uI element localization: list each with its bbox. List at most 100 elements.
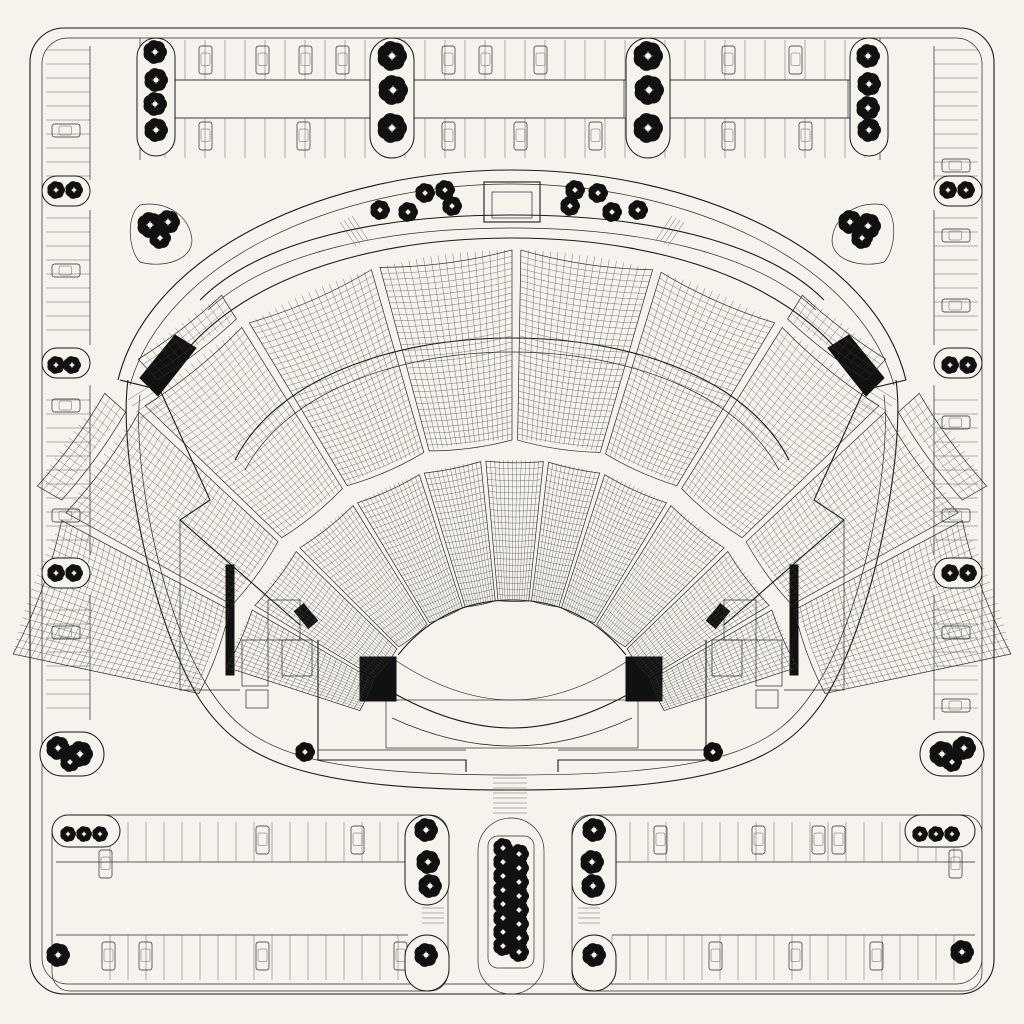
car-icon <box>798 121 813 151</box>
tree-icon <box>509 928 529 948</box>
tree-icon <box>46 736 70 760</box>
car-icon <box>255 825 270 855</box>
tree-icon <box>851 227 873 249</box>
seating-section <box>596 505 725 648</box>
car-icon <box>298 45 313 75</box>
left-parking-lot <box>46 46 91 720</box>
car-icon <box>296 121 311 151</box>
car-icon <box>721 121 736 151</box>
tree-icon <box>856 96 881 120</box>
car-icon <box>941 158 971 173</box>
tree-icon <box>857 72 882 96</box>
tree-icon <box>377 41 407 71</box>
tree-icon <box>582 943 607 967</box>
car-icon <box>941 298 971 313</box>
car-icon <box>941 698 971 713</box>
seating-section <box>65 411 279 606</box>
tree-icon <box>415 183 435 203</box>
car-icon <box>533 45 548 75</box>
tree-icon <box>950 940 975 964</box>
tree-icon <box>144 68 168 92</box>
tree-icon <box>414 943 438 967</box>
car-icon <box>811 825 826 855</box>
seating-section <box>12 520 230 694</box>
tree-icon <box>65 181 84 199</box>
car-icon <box>51 398 81 413</box>
tree-icon <box>60 752 80 772</box>
car-icon <box>788 941 803 971</box>
tree-icon <box>941 356 959 374</box>
seating-section <box>137 294 237 381</box>
tree-icon <box>942 752 962 772</box>
car-icon <box>588 121 603 151</box>
car-icon <box>941 415 971 430</box>
tree-icon <box>959 564 977 582</box>
seating-section <box>299 505 428 648</box>
tree-icon <box>857 118 882 142</box>
tree-icon <box>912 826 928 842</box>
car-icon <box>255 941 270 971</box>
car-icon <box>751 825 766 855</box>
seating-section <box>561 474 668 624</box>
car-icon <box>708 941 723 971</box>
seating-section <box>485 460 544 602</box>
tree-icon <box>143 40 167 64</box>
car-icon <box>478 45 493 75</box>
car-icon <box>653 825 668 855</box>
car-icon <box>51 263 81 278</box>
parking-stalls-bottom-left <box>98 822 408 980</box>
tree-icon <box>944 826 960 842</box>
tree-icon <box>414 818 438 842</box>
seating-section <box>36 392 127 501</box>
seating-section <box>531 461 601 608</box>
seating-section <box>605 271 776 487</box>
tree-icon <box>602 202 622 222</box>
seating-section <box>787 294 887 381</box>
tree-icon <box>509 900 529 920</box>
tree-icon <box>377 113 407 143</box>
tree-icon <box>418 874 442 898</box>
seating-section <box>626 551 770 679</box>
tree-planting <box>39 37 985 992</box>
car-icon <box>138 941 153 971</box>
rear-stairs <box>127 215 897 419</box>
tree-icon <box>952 736 977 760</box>
tree-icon <box>156 210 180 234</box>
tree-icon <box>63 356 82 374</box>
tree-icon <box>47 564 65 582</box>
seating-sections <box>12 249 1012 711</box>
tree-icon <box>370 200 390 220</box>
tree-icon <box>582 818 607 842</box>
car-icon <box>335 45 350 75</box>
tree-icon <box>565 180 585 200</box>
car-icon <box>948 849 963 879</box>
tree-icon <box>144 118 168 142</box>
tree-icon <box>378 75 408 105</box>
tree-icon <box>47 181 65 199</box>
car-icon <box>51 123 81 138</box>
seating-section <box>745 411 959 606</box>
tree-icon <box>295 742 315 762</box>
seating-section <box>517 249 654 453</box>
tree-icon <box>493 936 513 956</box>
car-icon <box>441 45 456 75</box>
tree-icon <box>442 196 462 216</box>
tree-icon <box>92 826 108 842</box>
tree-icon <box>959 356 977 374</box>
tree-icon <box>633 41 663 71</box>
entry-steps <box>422 777 600 924</box>
tree-icon <box>939 181 957 199</box>
tree-icon <box>957 181 975 199</box>
parking-stalls-bottom-right <box>611 822 963 980</box>
rear-entry-pavilion <box>483 181 541 223</box>
seating-section <box>144 326 343 539</box>
tree-icon <box>76 826 92 842</box>
car-icon <box>941 625 971 640</box>
tree-icon <box>65 564 84 582</box>
car-icon <box>98 849 113 879</box>
bottom-right-parking-lot <box>571 814 983 992</box>
tree-icon <box>628 200 648 220</box>
seating-section <box>379 249 513 452</box>
tree-icon <box>634 75 664 105</box>
